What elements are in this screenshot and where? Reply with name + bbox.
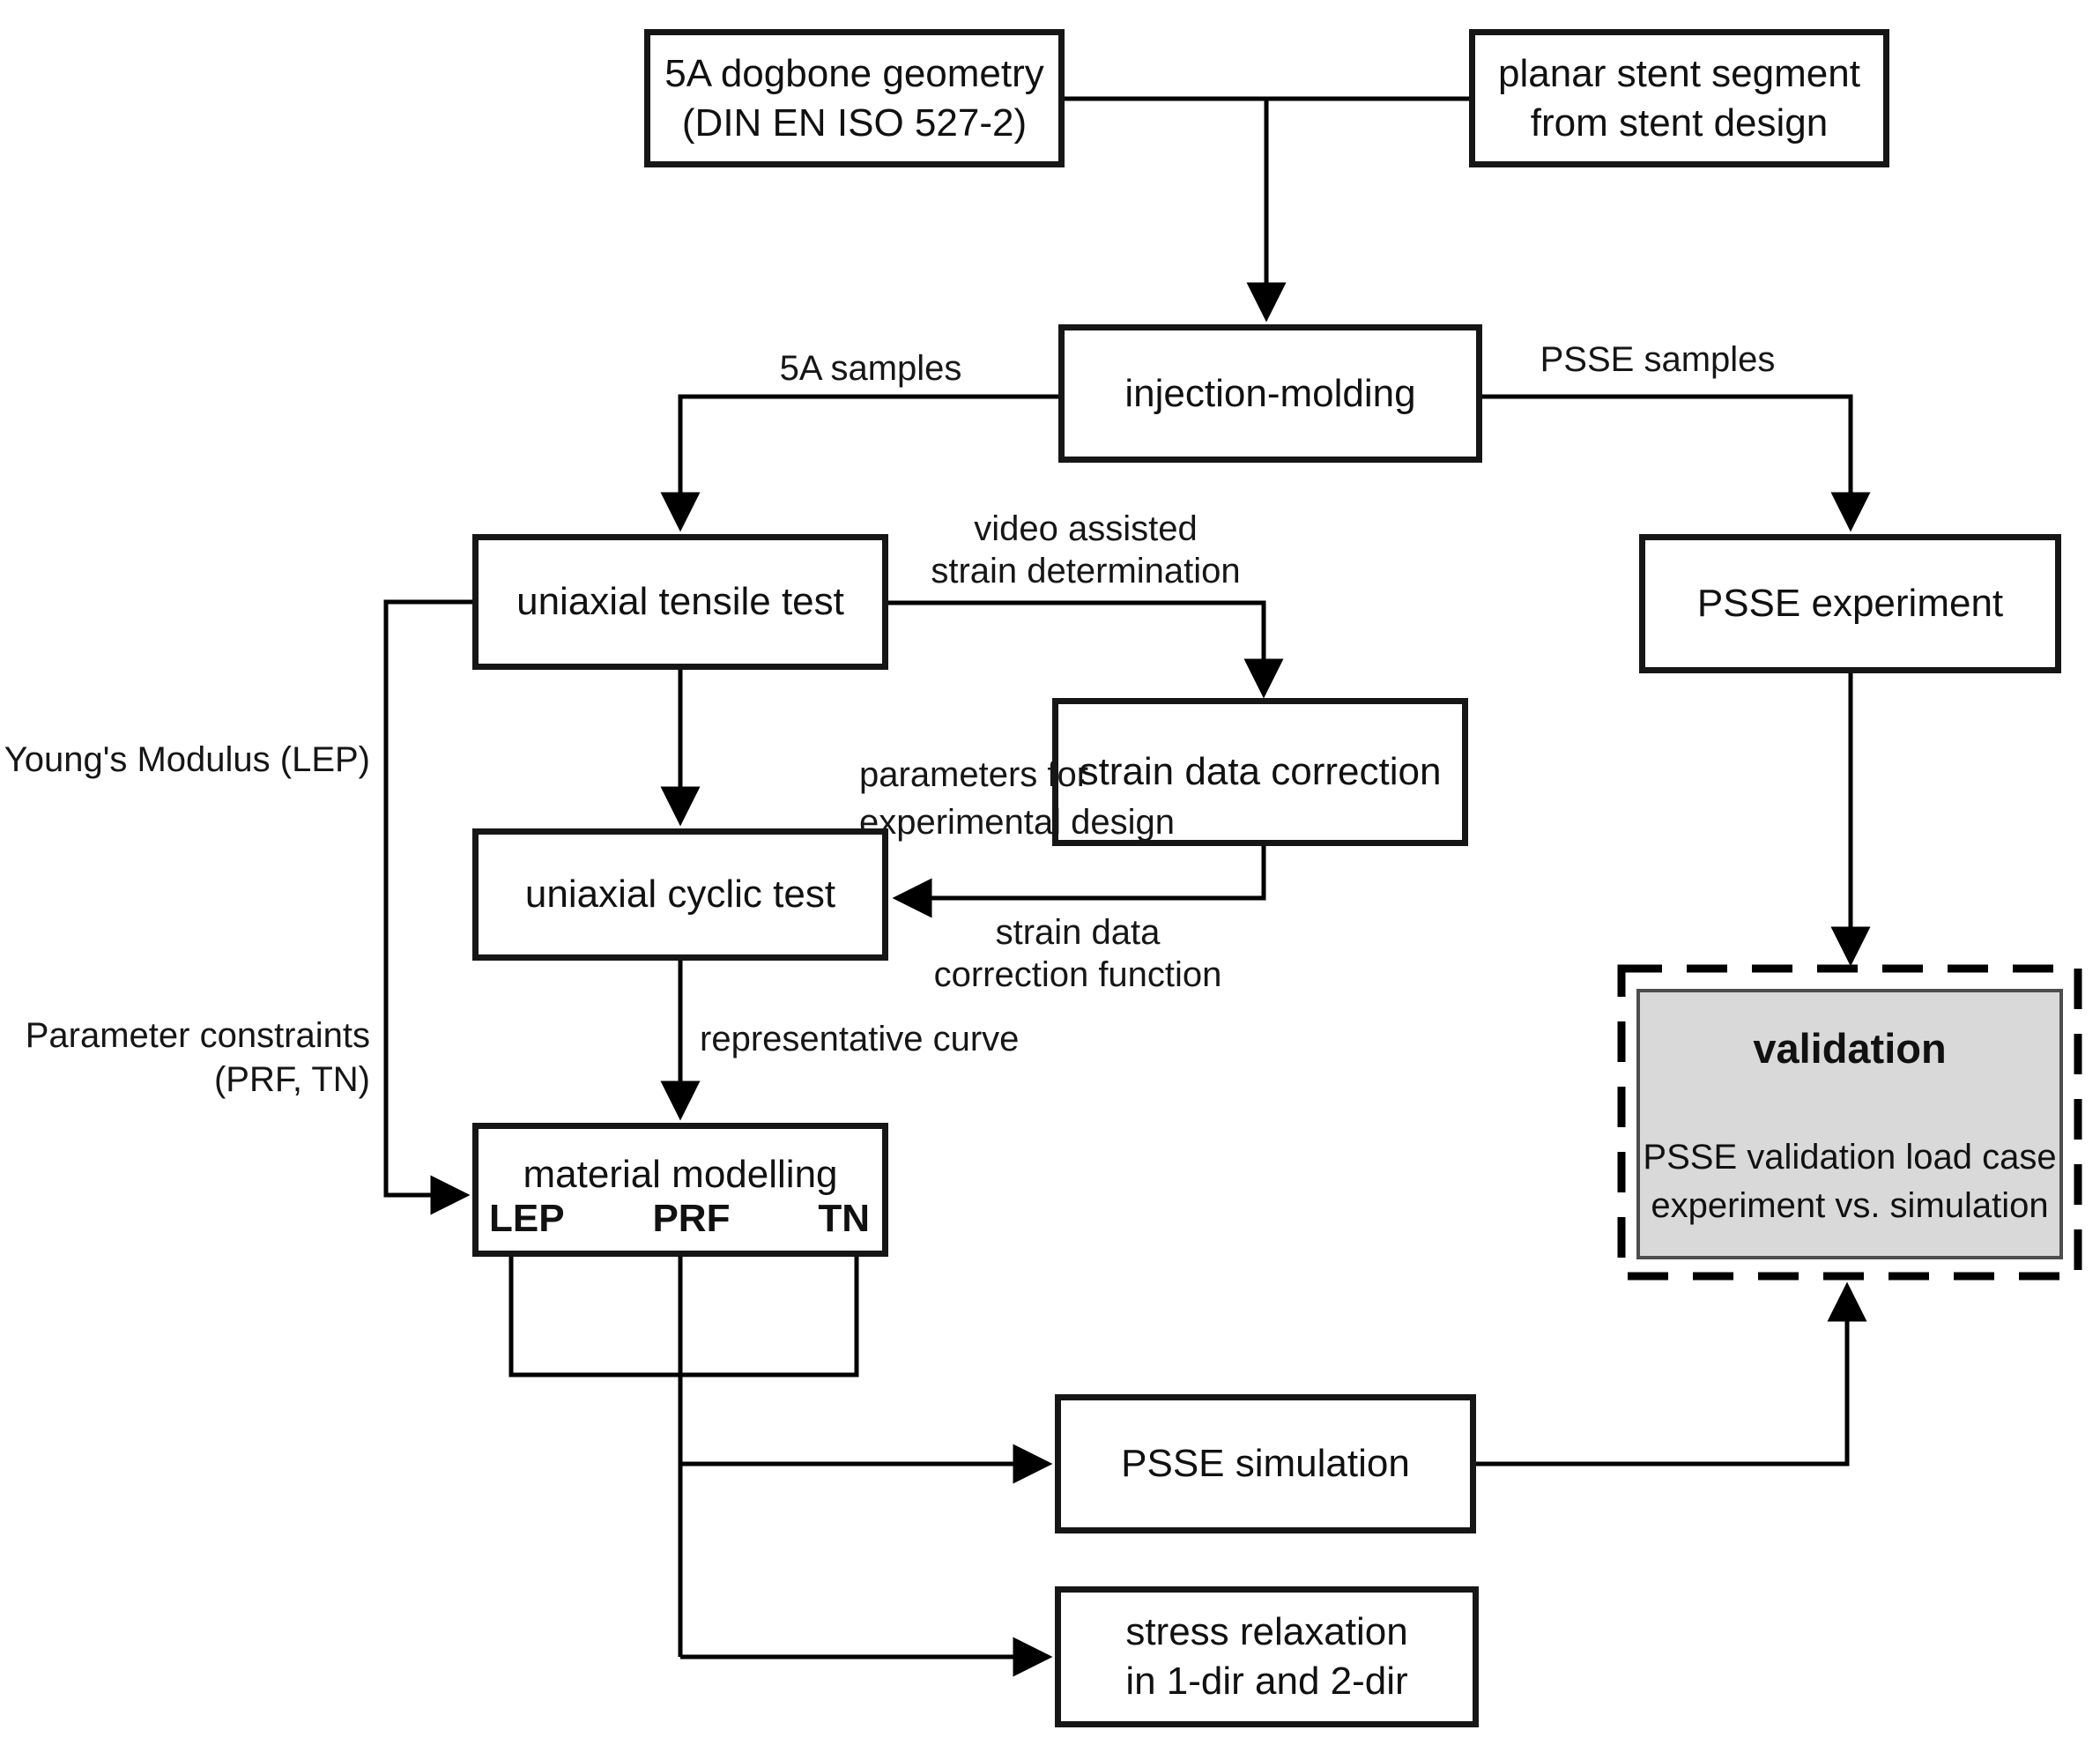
bracket-lep-tn [508, 1257, 859, 1377]
node-validation: validation PSSE validation load case exp… [1636, 989, 2063, 1259]
node-label: 5A dogbone geometry [664, 51, 1044, 95]
param-prf: PRF [652, 1197, 731, 1240]
node-label: material modelling [523, 1153, 838, 1196]
edge-label-correction-function: strain data correction function [933, 913, 1222, 994]
node-psse-simulation: PSSE simulation [1055, 1394, 1476, 1533]
node-label: planar stent segment [1498, 51, 1860, 95]
edge-label-video-assisted: video assisted strain determination [931, 509, 1241, 590]
edge-simulation-to-validation-arrow [1476, 1281, 1867, 1467]
node-label: strain data correction [1079, 750, 1442, 793]
edge-psse-samples-arrow [1482, 394, 1871, 532]
node-label: PSSE simulation [1121, 1442, 1410, 1485]
edge-label-parameter-constraints: Parameter constraints (PRF, TN) [25, 1016, 370, 1099]
node-label: stress relaxation [1125, 1610, 1408, 1653]
validation-line: experiment vs. simulation [1651, 1186, 2049, 1225]
node-label: PSSE experiment [1696, 582, 2004, 625]
node-label: uniaxial tensile test [516, 580, 844, 623]
node-dogbone-geometry: 5A dogbone geometry (DIN EN ISO 527-2) [644, 29, 1065, 167]
edge-feedback-arrow [383, 599, 472, 1215]
node-label: (DIN EN ISO 527-2) [681, 100, 1028, 145]
node-strain-data-correction: strain data correction [1052, 698, 1468, 846]
edge-5a-samples-arrow [660, 394, 1058, 532]
node-label: from stent design [1530, 100, 1829, 145]
edge-label-psse-samples: PSSE samples [1540, 340, 1776, 379]
edge-label-parameters: parameters for experimental design [859, 755, 1175, 842]
node-label: injection-molding [1124, 371, 1416, 415]
node-injection-molding: injection-molding [1058, 324, 1482, 463]
node-uniaxial-cyclic-test: uniaxial cyclic test [472, 828, 888, 961]
edge-label-youngs-modulus: Young's Modulus (LEP) [4, 740, 370, 779]
edge-correction-fn-arrow [892, 846, 1266, 918]
validation-dashed-frame [1617, 964, 2082, 1281]
node-psse-experiment: PSSE experiment [1639, 534, 2061, 673]
validation-title: validation [1753, 1025, 1947, 1072]
material-parameters: LEP PRF TN [489, 1194, 870, 1244]
node-material-modelling: material modelling LEP PRF TN [472, 1123, 888, 1257]
node-label: uniaxial cyclic test [524, 872, 836, 916]
edge-label-representative-curve: representative curve [700, 1020, 1020, 1058]
node-uniaxial-tensile-test: uniaxial tensile test [472, 534, 888, 670]
validation-description: PSSE validation load case experiment vs.… [1640, 1133, 2059, 1230]
node-planar-stent-segment: planar stent segment from stent design [1469, 29, 1889, 167]
edge-label-5a-samples: 5A samples [779, 349, 962, 388]
edge-video-strain-arrow [888, 600, 1284, 699]
node-label: in 1-dir and 2-dir [1125, 1660, 1408, 1703]
param-tn: TN [818, 1197, 870, 1240]
validation-line: PSSE validation load case [1643, 1138, 2057, 1177]
node-stress-relaxation: stress relaxation in 1-dir and 2-dir [1055, 1586, 1479, 1727]
param-lep: LEP [489, 1197, 565, 1240]
